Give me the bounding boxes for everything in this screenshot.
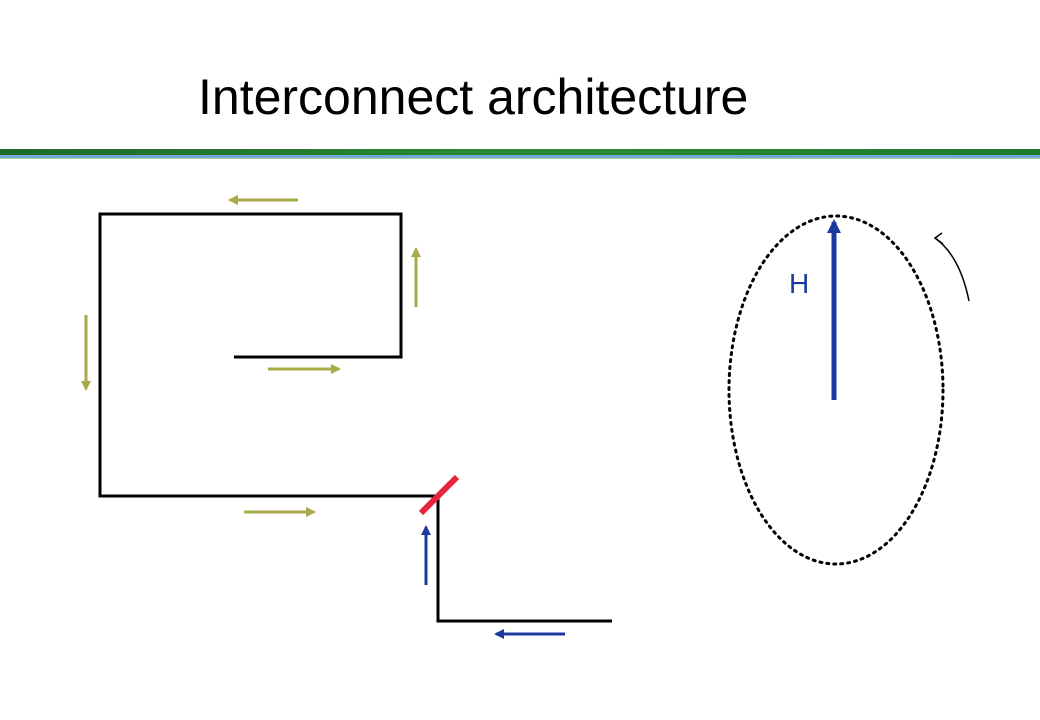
h-vector-label: H <box>789 268 809 299</box>
junction-marker <box>418 474 460 516</box>
field-loop <box>727 214 945 566</box>
title-rule-green <box>0 149 1040 155</box>
wire-loop <box>98 212 612 623</box>
rotation-arc-head <box>933 232 944 245</box>
title-rule-accent <box>0 158 1040 159</box>
title-rule-blue <box>0 155 1040 158</box>
slide-title: Interconnect architecture <box>198 69 749 125</box>
rotation-arc <box>934 237 970 302</box>
